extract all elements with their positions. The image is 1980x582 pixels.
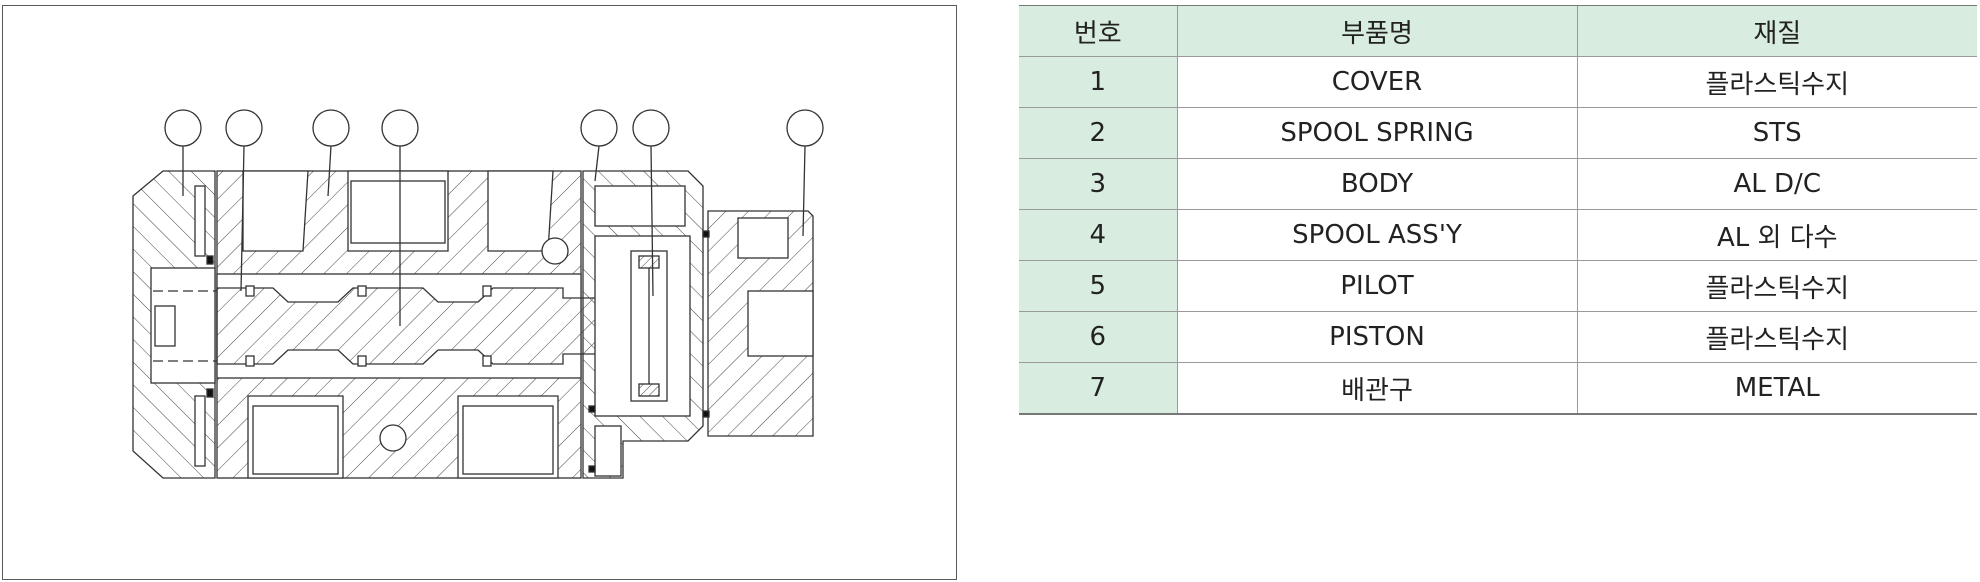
row-number: 4 [1019, 209, 1177, 261]
leader-lines [182, 145, 806, 326]
row-number: 7 [1019, 362, 1177, 415]
table-row: 6 PISTON 플라스틱수지 [1019, 311, 1977, 363]
row-number: 1 [1019, 56, 1177, 108]
row-material: METAL [1576, 362, 1977, 415]
table-row: 1 COVER 플라스틱수지 [1019, 56, 1977, 108]
pilot-section [582, 170, 704, 479]
callout-balloons [164, 109, 824, 147]
row-part-name: BODY [1176, 158, 1577, 210]
spool-section [153, 285, 629, 367]
row-part-name: COVER [1176, 56, 1577, 108]
row-material: 플라스틱수지 [1576, 56, 1977, 108]
parts-table: 번호 부품명 재질 1 COVER 플라스틱수지 2 SPOOL SPRING … [1019, 5, 1977, 415]
row-number: 2 [1019, 107, 1177, 159]
row-material: 플라스틱수지 [1576, 260, 1977, 312]
cover-section [132, 170, 216, 479]
valve-cross-section-drawing [2, 5, 957, 580]
row-part-name: PILOT [1176, 260, 1577, 312]
table-row: 5 PILOT 플라스틱수지 [1019, 260, 1977, 312]
row-material: STS [1576, 107, 1977, 159]
row-material: 플라스틱수지 [1576, 311, 1977, 363]
header-part-name: 부품명 [1176, 5, 1577, 57]
row-number: 3 [1019, 158, 1177, 210]
row-material: AL 외 다수 [1576, 209, 1977, 261]
header-material: 재질 [1576, 5, 1977, 57]
row-part-name: PISTON [1176, 311, 1577, 363]
table-header-row: 번호 부품명 재질 [1019, 5, 1977, 57]
table-row: 2 SPOOL SPRING STS [1019, 107, 1977, 159]
header-number: 번호 [1019, 5, 1177, 57]
row-number: 6 [1019, 311, 1177, 363]
row-part-name: SPOOL ASS'Y [1176, 209, 1577, 261]
table-row: 3 BODY AL D/C [1019, 158, 1977, 210]
row-number: 5 [1019, 260, 1177, 312]
row-part-name: SPOOL SPRING [1176, 107, 1577, 159]
row-material: AL D/C [1576, 158, 1977, 210]
table-row: 4 SPOOL ASS'Y AL 외 다수 [1019, 209, 1977, 261]
port-fitting-section [702, 210, 814, 437]
table-row: 7 배관구 METAL [1019, 362, 1977, 415]
row-part-name: 배관구 [1176, 362, 1577, 415]
valve-section-svg [132, 109, 824, 479]
piston-section [630, 250, 668, 402]
